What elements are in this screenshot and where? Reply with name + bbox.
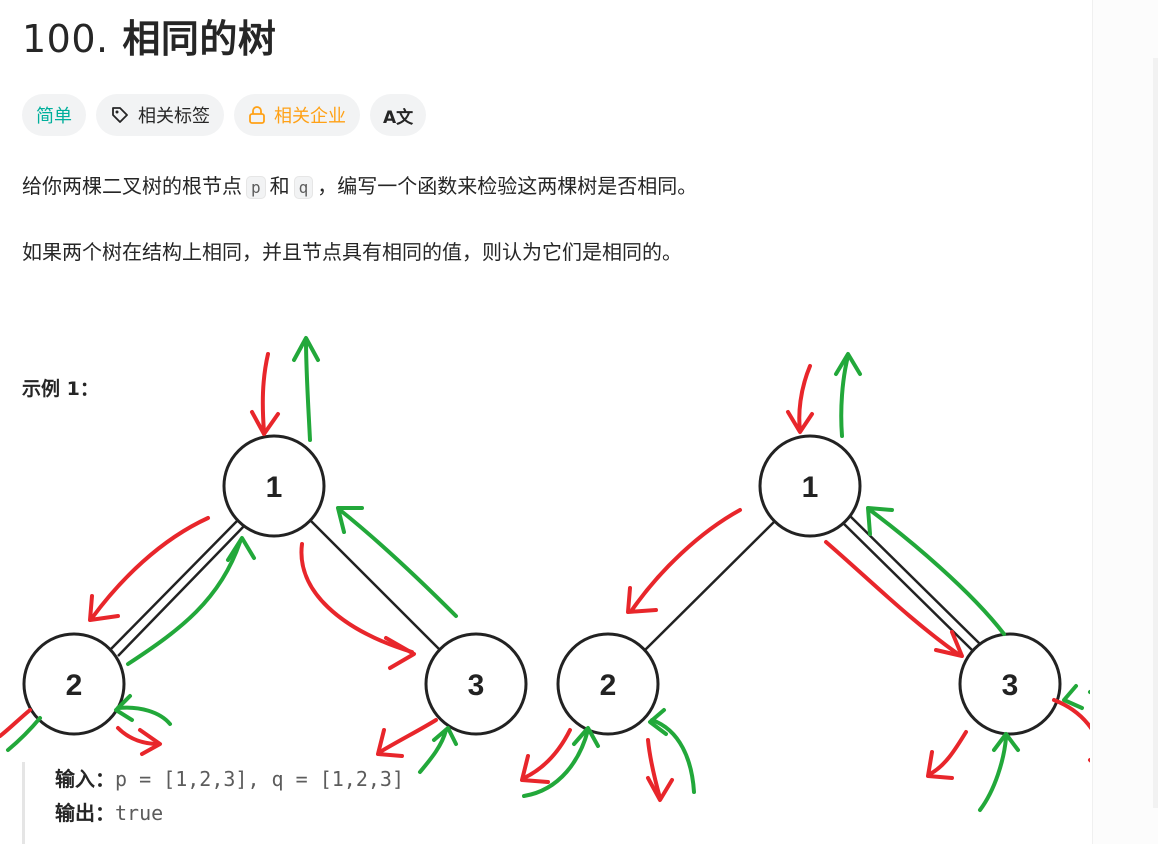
lock-icon [248, 105, 266, 125]
tree2-node-root-label: 1 [802, 471, 819, 504]
page-title: 100. 相同的树 [22, 14, 276, 64]
example-title: 示例 1： [22, 378, 99, 400]
tree2-node-right [958, 632, 1062, 736]
example-tree-image: 1 2 3 1 2 3 [0, 336, 1090, 812]
tree1-node-root [222, 434, 326, 538]
output-label: 输出： [55, 801, 115, 825]
tree2-node-root [758, 434, 862, 538]
tag-bar: 简单 相关标签 相关企业 A文 [22, 93, 427, 137]
input-value: p = [1,2,3], q = [1,2,3] [115, 767, 404, 791]
tag-icon [110, 105, 130, 125]
related-topics-label: 相关标签 [138, 106, 210, 127]
tree1-node-root-label: 1 [266, 471, 283, 504]
difficulty-label: 简单 [36, 106, 72, 127]
translate-button[interactable]: A文 [370, 94, 427, 136]
tree2: 1 2 3 [556, 434, 1062, 736]
description-paragraph-2: 如果两个树在结构上相同，并且节点具有相同的值，则认为它们是相同的。 [22, 240, 682, 264]
red-traversal-arrows [0, 352, 1090, 802]
difficulty-badge[interactable]: 简单 [22, 94, 86, 136]
example-input-line: 输入：p = [1,2,3], q = [1,2,3] [55, 762, 502, 796]
tree1-node-right [424, 632, 528, 736]
output-value: true [115, 801, 164, 825]
translate-icon: A文 [383, 107, 414, 128]
problem-title: 相同的树 [122, 17, 277, 61]
inline-code-q: q [293, 176, 314, 199]
green-traversal-arrows [6, 336, 1090, 812]
tree2-node-left-label: 2 [600, 669, 617, 702]
desc-text: 给你两棵二叉树的根节点 [22, 174, 242, 198]
related-companies-button[interactable]: 相关企业 [234, 94, 360, 136]
tree1: 1 2 3 [22, 434, 528, 736]
tree1-node-left-label: 2 [66, 669, 83, 702]
example-block: 输入：p = [1,2,3], q = [1,2,3] 输出：true [22, 762, 502, 844]
input-label: 输入： [55, 767, 115, 791]
right-scroll-rail [1092, 0, 1158, 844]
inline-code-p: p [246, 176, 266, 199]
tree1-node-left [22, 632, 126, 736]
example-output-line: 输出：true [55, 796, 502, 830]
tree1-node-right-label: 3 [468, 669, 485, 702]
tree2-node-left [556, 632, 660, 736]
desc-text: ，编写一个函数来检验这两棵树是否相同。 [317, 174, 698, 198]
desc-text: 和 [269, 174, 290, 198]
scrollbar[interactable] [1153, 58, 1158, 808]
related-topics-button[interactable]: 相关标签 [96, 94, 224, 136]
related-companies-label: 相关企业 [274, 106, 346, 127]
tree2-node-right-label: 3 [1002, 669, 1019, 702]
problem-number: 100. [22, 17, 109, 61]
